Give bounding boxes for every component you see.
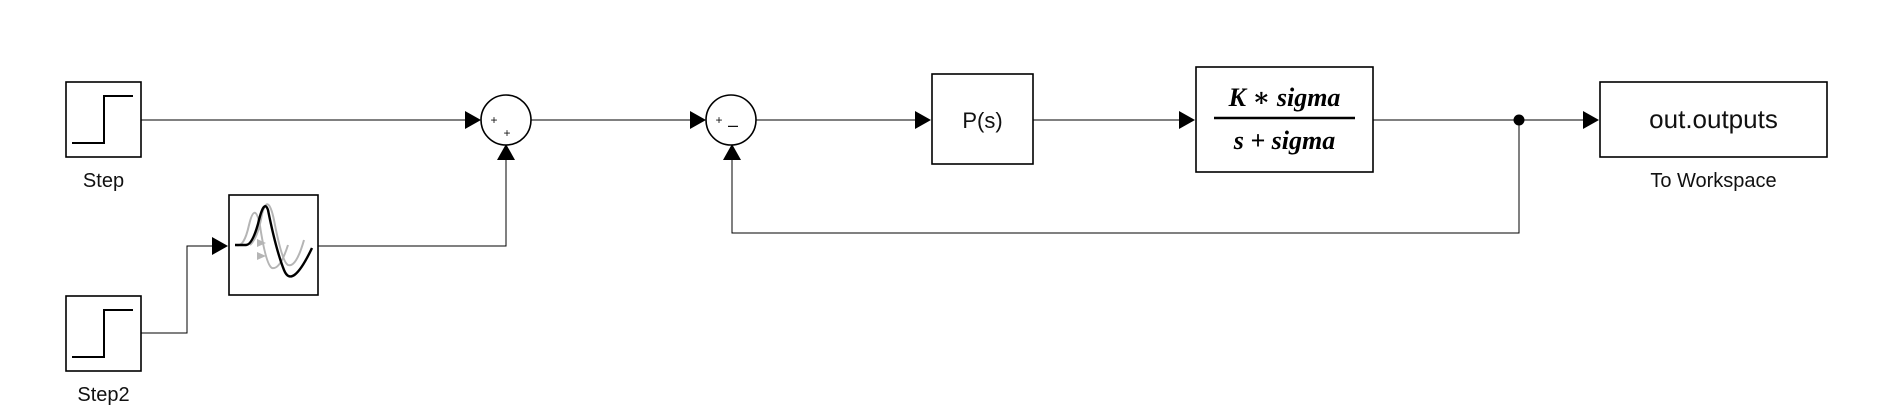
arrowhead-waveform-input <box>212 237 228 255</box>
sum-subtract-sign-bottom: – <box>728 115 738 135</box>
sum-add-sign-bottom: + <box>503 126 510 140</box>
to-workspace-block-label: To Workspace <box>1650 170 1776 192</box>
to-workspace-block-text: out.outputs <box>1649 104 1778 134</box>
arrowhead-feedback-input <box>723 144 741 160</box>
sum-add-block[interactable]: + + <box>480 94 532 146</box>
step2-block[interactable] <box>65 295 142 372</box>
signal-waveform-to-sum[interactable] <box>318 160 507 247</box>
sum-subtract-block[interactable]: + – <box>705 94 757 146</box>
step-block[interactable] <box>65 81 142 158</box>
transfer-function-block[interactable]: K ∗ sigma s + sigma <box>1195 66 1374 173</box>
arrowhead-workspace-input <box>1583 111 1599 129</box>
transfer-function-numerator: K ∗ sigma <box>1228 83 1341 112</box>
branch-point-dot <box>1513 114 1525 126</box>
arrowhead-filter-input <box>1179 111 1195 129</box>
step2-block-label: Step2 <box>77 384 129 406</box>
step-waveform-icon <box>72 95 133 144</box>
to-workspace-block[interactable]: out.outputs <box>1599 81 1828 158</box>
sine-wave-icon <box>235 203 314 278</box>
sum-add-sign-top: + <box>490 113 497 127</box>
signal-step2-to-waveform[interactable] <box>141 245 212 334</box>
arrowhead-sum-input-1 <box>465 111 481 129</box>
step2-waveform-icon <box>72 309 133 358</box>
arrowhead-sumerror-input <box>690 111 706 129</box>
step-block-label: Step <box>83 170 124 192</box>
sum-subtract-sign-top: + <box>715 113 722 127</box>
signal-lines <box>141 111 1599 334</box>
plant-block-text: P(s) <box>962 108 1002 133</box>
waveform-block[interactable] <box>228 194 319 296</box>
signal-feedback-path[interactable] <box>731 120 1520 234</box>
transfer-function-denominator: s + sigma <box>1233 126 1336 155</box>
plant-block[interactable]: P(s) <box>931 73 1034 165</box>
arrowhead-sum-input-2 <box>497 144 515 160</box>
arrowhead-plant-input <box>915 111 931 129</box>
